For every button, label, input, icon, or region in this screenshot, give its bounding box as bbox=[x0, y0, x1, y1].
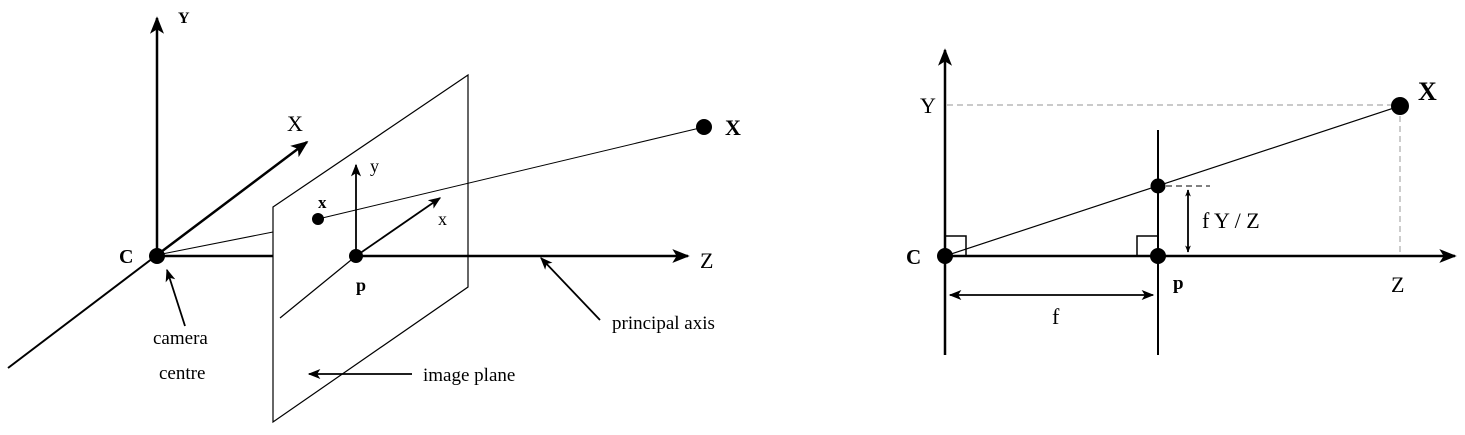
left-principal-point-label: p bbox=[356, 275, 366, 295]
camera-centre-pointer bbox=[165, 268, 186, 327]
ray-c-to-image bbox=[156, 231, 274, 256]
right-camera-centre-dot bbox=[937, 248, 953, 264]
principal-axis-pointer bbox=[540, 257, 601, 321]
right-principal-point-label: p bbox=[1173, 273, 1184, 294]
right-angle-mark-c bbox=[945, 235, 967, 256]
image-x-axis bbox=[355, 197, 442, 257]
image-x-axis-extension bbox=[279, 255, 357, 319]
right-axis-z-label: Z bbox=[1391, 272, 1404, 297]
left-axis-x-label: X bbox=[287, 111, 303, 136]
right-projected-point-dot bbox=[1150, 178, 1166, 194]
camera-centre-label-line2: centre bbox=[159, 363, 205, 384]
world-point-dot bbox=[696, 119, 712, 135]
right-world-point-dot bbox=[1391, 97, 1409, 115]
principal-point-dot bbox=[349, 249, 363, 263]
right-angle-mark-p bbox=[1136, 235, 1158, 256]
left-axis-z-label: Z bbox=[700, 248, 713, 273]
camera-centre-label-line1: camera bbox=[153, 328, 208, 349]
image-point-dot bbox=[312, 213, 324, 225]
focal-length-label: f bbox=[1052, 304, 1060, 329]
image-plane-shape bbox=[272, 73, 469, 424]
image-x-label: x bbox=[438, 209, 447, 229]
ray-image-to-world bbox=[317, 126, 705, 220]
x-axis-line bbox=[156, 140, 309, 256]
right-camera-centre-label: C bbox=[906, 245, 921, 269]
principal-axis-label: principal axis bbox=[612, 313, 715, 334]
left-axis-y-label: Y bbox=[178, 10, 190, 27]
right-principal-point-dot bbox=[1150, 248, 1166, 264]
left-camera-centre-label: C bbox=[119, 246, 133, 268]
projected-height-label: f Y / Z bbox=[1202, 208, 1260, 233]
left-world-point-label: X bbox=[725, 115, 741, 140]
camera-centre-dot bbox=[149, 248, 165, 264]
right-diagram: Y X C p Z f f Y / Z bbox=[906, 48, 1457, 355]
right-axis-y-label: Y bbox=[920, 93, 936, 118]
right-ray-line bbox=[944, 105, 1401, 257]
image-y-label: y bbox=[370, 156, 379, 176]
left-diagram: Y X Z y x x X C p camera centre image pl… bbox=[7, 10, 741, 424]
right-world-point-label: X bbox=[1418, 77, 1437, 106]
image-point-label: x bbox=[318, 193, 327, 212]
x-axis-extension bbox=[7, 254, 158, 369]
image-plane-label: image plane bbox=[423, 365, 515, 386]
